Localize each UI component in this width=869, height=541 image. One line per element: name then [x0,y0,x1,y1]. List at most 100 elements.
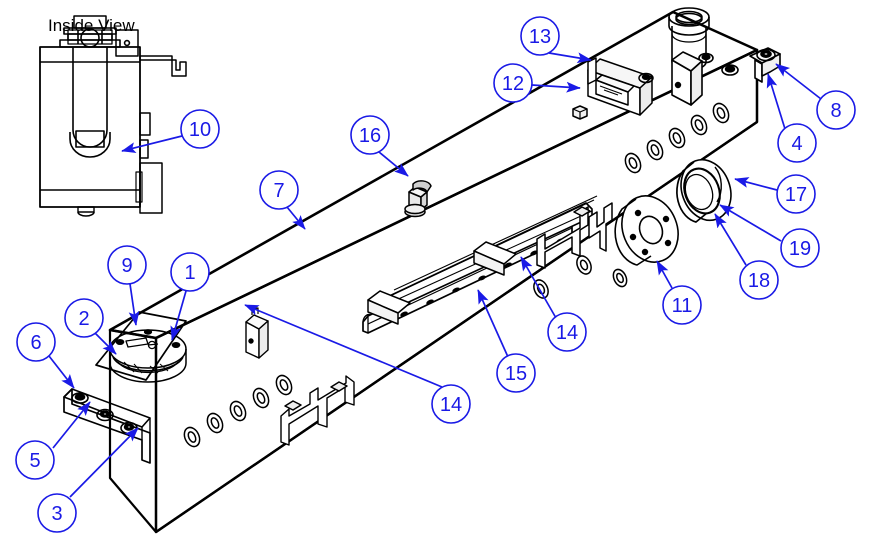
callout-circle[interactable] [520,16,560,56]
callout-balloon-14[interactable]: 14 [431,384,471,424]
sheet-metal-clip-mid [536,206,591,269]
callout-circle[interactable] [493,63,533,103]
inside-view-detail [39,15,187,217]
callout-balloon-13[interactable]: 13 [520,16,560,56]
rotary-actuator-assembly [95,311,187,383]
seal-ring-assembly [676,158,732,223]
callout-number: 19 [789,238,811,260]
lower-grommet-holes [183,374,293,448]
callout-number: 2 [78,308,89,330]
callout-circle[interactable] [780,228,820,268]
callout-balloon-12[interactable]: 12 [493,63,533,103]
leader-14-left [244,304,443,388]
leader-8 [775,63,822,100]
callout-circle[interactable] [350,115,390,155]
callout-balloon-6[interactable]: 6 [16,322,56,362]
elbow-fitting-item16 [404,180,432,218]
callout-balloon-9[interactable]: 9 [107,245,147,285]
linear-rail-item15 [362,195,598,334]
callout-balloon-17[interactable]: 17 [776,174,816,214]
leader-5 [52,401,91,449]
callout-number: 10 [189,119,211,141]
leader-6 [48,355,75,389]
leader-14-right [520,256,557,319]
sheet-metal-clip-right [588,202,613,252]
corner-bracket-item4 [698,47,781,83]
leader-17 [734,177,778,191]
callout-circle[interactable] [739,260,779,300]
callout-circle[interactable] [431,384,471,424]
callout-number: 4 [791,133,802,155]
small-block-top-face [245,307,269,359]
callout-balloon-3[interactable]: 3 [37,493,77,533]
end-cylinder-assembly [668,7,710,106]
callout-circle[interactable] [496,353,536,393]
leader-11 [656,260,673,289]
callout-circle[interactable] [107,245,147,285]
callout-number: 16 [359,125,381,147]
leader-3 [69,427,139,498]
callout-circle[interactable] [662,285,702,325]
callout-number: 5 [29,450,40,472]
callout-balloon-4[interactable]: 4 [777,123,817,163]
callout-number: 7 [273,180,284,202]
callout-balloon-1[interactable]: 1 [170,252,210,292]
callout-balloon-16[interactable]: 16 [350,115,390,155]
leader-10 [121,135,183,153]
callout-circle[interactable] [776,174,816,214]
callout-circle[interactable] [777,123,817,163]
callout-balloon-8[interactable]: 8 [816,90,856,130]
leader-1 [170,290,187,341]
callout-number: 17 [785,184,807,206]
callout-number: 8 [830,100,841,122]
callout-number: 9 [121,255,132,277]
inside-view-label: Inside View [48,16,135,35]
callout-balloon-11[interactable]: 11 [662,285,702,325]
callout-balloon-7[interactable]: 7 [259,170,299,210]
callout-balloon-18[interactable]: 18 [739,260,779,300]
callout-number: 14 [556,322,578,344]
callout-number: 13 [529,26,551,48]
callout-leaders [48,52,822,498]
callout-number: 3 [51,503,62,525]
callout-balloon-15[interactable]: 15 [496,353,536,393]
callout-balloon-2[interactable]: 2 [64,298,104,338]
leader-2 [94,332,117,355]
leader-7 [286,206,306,230]
callout-circle[interactable] [64,298,104,338]
callout-circle[interactable] [547,312,587,352]
callout-circle[interactable] [180,109,220,149]
leader-12 [531,81,581,93]
callout-balloon-19[interactable]: 19 [780,228,820,268]
leader-15 [477,289,509,358]
mounting-bracket-bar [63,388,151,464]
callout-number: 18 [748,270,770,292]
callout-balloon-10[interactable]: 10 [180,109,220,149]
callout-circle[interactable] [37,493,77,533]
sheet-metal-clip-lower [280,375,355,446]
callout-number: 12 [502,73,524,95]
callout-balloon-14[interactable]: 14 [547,312,587,352]
leader-13 [548,52,592,64]
callout-balloon-5[interactable]: 5 [15,440,55,480]
callout-circle[interactable] [170,252,210,292]
upper-grommet-holes [533,102,730,299]
hub-disc-item11 [614,195,679,266]
callout-number: 1 [184,262,195,284]
callout-number: 15 [505,363,527,385]
leader-9 [128,283,140,326]
leader-19 [719,204,782,242]
callout-number: 6 [30,332,41,354]
callout-circle[interactable] [16,322,56,362]
callout-circle[interactable] [259,170,299,210]
leader-4 [766,73,786,130]
switch-bracket-item13 [572,57,654,120]
callout-number: 11 [672,295,693,317]
leader-16 [378,151,409,177]
callout-circle[interactable] [15,440,55,480]
leader-18 [714,213,747,266]
callout-circle[interactable] [816,90,856,130]
